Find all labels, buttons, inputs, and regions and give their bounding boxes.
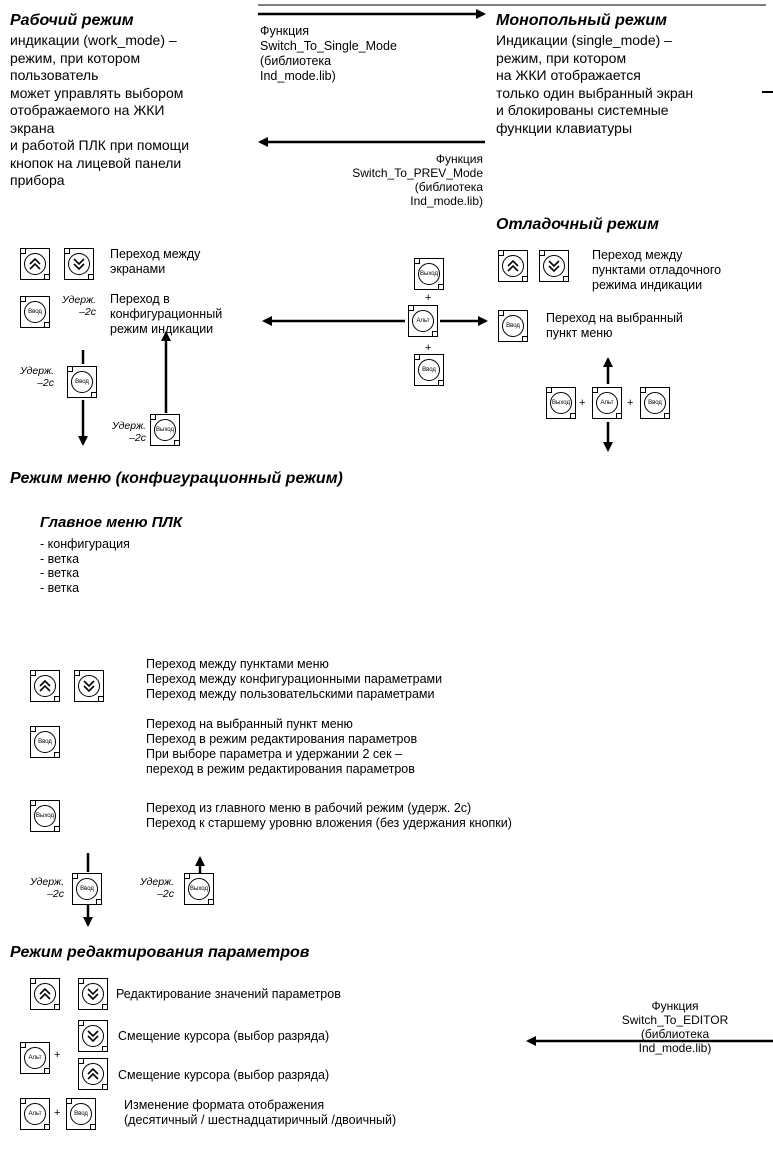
up-key-button[interactable]: [20, 248, 50, 280]
up-key-button[interactable]: [498, 250, 528, 282]
double-chevron-down-icon: [82, 1025, 104, 1047]
hold-2s-label: Удерж. –2с: [62, 294, 97, 318]
double-chevron-up-icon: [34, 983, 56, 1005]
double-chevron-down-icon: [82, 983, 104, 1005]
vvod-key-button[interactable]: Ввод: [20, 296, 50, 328]
down-key-button[interactable]: [74, 670, 104, 702]
vvod-key-button[interactable]: Ввод: [66, 1098, 96, 1130]
double-chevron-up-icon: [82, 1063, 104, 1085]
edit-mode-title: Режим редактирования параметров: [10, 944, 310, 961]
double-chevron-down-icon: [543, 255, 565, 277]
plus-sign: +: [579, 397, 586, 409]
double-chevron-up-icon: [34, 675, 56, 697]
debug-mode-title: Отладочный режим: [496, 216, 659, 233]
plus-sign: +: [54, 1107, 61, 1119]
vvod-key-button[interactable]: Ввод: [72, 873, 102, 905]
func-switch-to-single-label: Функция Switch_To_Single_Mode (библиотек…: [260, 24, 397, 83]
down-key-button[interactable]: [539, 250, 569, 282]
hold-2s-label: Удерж. –2с: [20, 365, 55, 389]
vvod-key-button[interactable]: Ввод: [640, 387, 670, 419]
menu-exit-label: Переход из главного меню в рабочий режим…: [146, 801, 512, 830]
debug-nav-label: Переход между пунктами отладочного режим…: [592, 248, 722, 292]
vyhod-key-button[interactable]: Выход: [30, 800, 60, 832]
list-item: ветка: [40, 552, 130, 567]
work-config-label: Переход в конфигурационный режим индикац…: [110, 292, 223, 336]
plus-sign: +: [425, 342, 432, 354]
work-mode-description: индикации (work_mode) – режим, при котор…: [10, 32, 190, 188]
up-key-button[interactable]: [30, 670, 60, 702]
func-switch-to-prev-label: Функция Switch_To_PREV_Mode (библиотека …: [352, 152, 483, 208]
plus-sign: +: [54, 1049, 61, 1061]
main-menu-list: конфигурация ветка ветка ветка: [40, 537, 130, 595]
vvod-key-button[interactable]: Ввод: [30, 726, 60, 758]
double-chevron-down-icon: [78, 675, 100, 697]
vvod-key-button[interactable]: Ввод: [67, 366, 97, 398]
vvod-key-button[interactable]: Ввод: [414, 354, 444, 386]
vyhod-key-button[interactable]: Выход: [184, 873, 214, 905]
alt-key-button[interactable]: Альт: [20, 1098, 50, 1130]
down-key-button[interactable]: [64, 248, 94, 280]
alt-key-button[interactable]: Альт: [20, 1042, 50, 1074]
alt-key-button[interactable]: Альт: [408, 305, 438, 337]
double-chevron-up-icon: [502, 255, 524, 277]
hold-2s-label: Удерж. –2с: [140, 876, 175, 900]
menu-mode-title: Режим меню (конфигурационный режим): [10, 470, 343, 487]
single-mode-description: Индикации (single_mode) – режим, при кот…: [496, 32, 694, 136]
double-chevron-down-icon: [68, 253, 90, 275]
cursor-shift-label: Смещение курсора (выбор разряда): [118, 1029, 330, 1043]
list-item: ветка: [40, 581, 130, 596]
edit-values-label: Редактирование значений параметров: [116, 987, 341, 1001]
double-chevron-up-icon: [24, 253, 46, 275]
up-key-button[interactable]: [30, 978, 60, 1010]
menu-enter-label: Переход на выбранный пункт меню Переход …: [146, 717, 418, 776]
vvod-key-button[interactable]: Ввод: [498, 310, 528, 342]
list-item: ветка: [40, 566, 130, 581]
main-menu-title: Главное меню ПЛК: [40, 514, 183, 531]
vyhod-key-button[interactable]: Выход: [546, 387, 576, 419]
down-key-button[interactable]: [78, 1020, 108, 1052]
plus-sign: +: [425, 292, 432, 304]
func-switch-to-editor-label: Функция Switch_To_EDITOR (библиотека Ind…: [621, 999, 729, 1055]
hold-2s-label: Удерж. –2с: [30, 876, 65, 900]
alt-key-button[interactable]: Альт: [592, 387, 622, 419]
vyhod-key-button[interactable]: Выход: [414, 258, 444, 290]
menu-nav-label: Переход между пунктами меню Переход межд…: [146, 657, 443, 701]
down-key-button[interactable]: [78, 978, 108, 1010]
debug-enter-label: Переход на выбранный пункт меню: [546, 311, 683, 340]
list-item: конфигурация: [40, 537, 130, 552]
up-key-button[interactable]: [78, 1058, 108, 1090]
single-mode-title: Монопольный режим: [496, 12, 667, 29]
format-change-label: Изменение формата отображения (десятичны…: [124, 1098, 397, 1127]
cursor-shift-label: Смещение курсора (выбор разряда): [118, 1068, 330, 1082]
hold-2s-label: Удерж. –2с: [112, 420, 147, 444]
work-mode-title: Рабочий режим: [10, 12, 134, 29]
plus-sign: +: [627, 397, 634, 409]
vyhod-key-button[interactable]: Выход: [150, 414, 180, 446]
work-nav-label: Переход между экранами: [110, 247, 201, 276]
